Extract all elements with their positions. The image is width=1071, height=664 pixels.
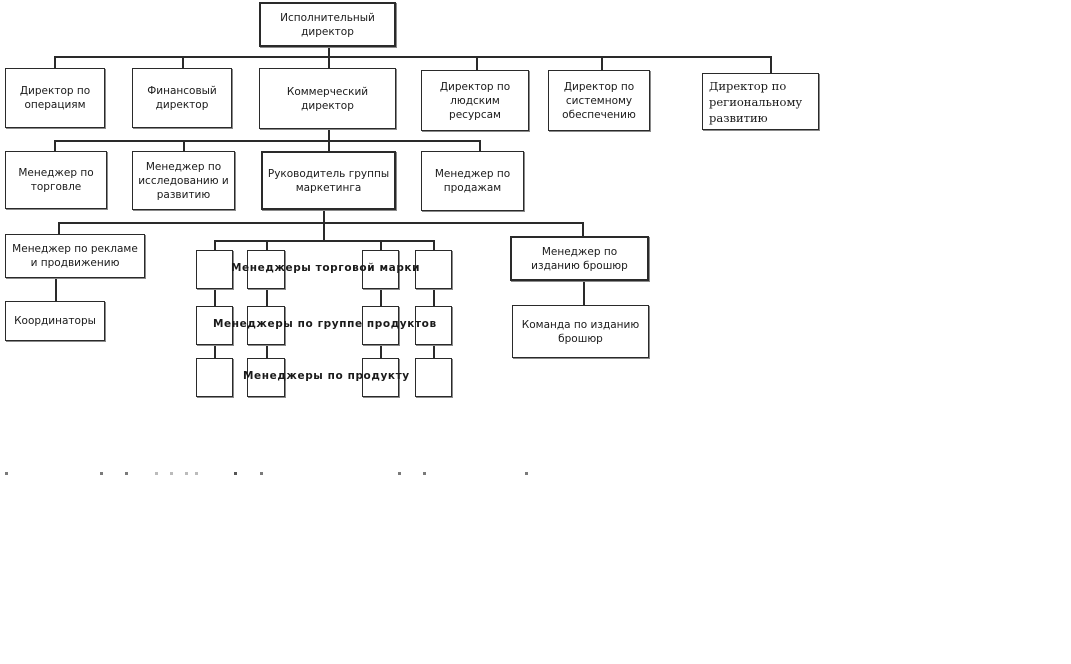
product-group-managers-label: Менеджеры по группе продуктов: [213, 318, 437, 330]
node-label: Исполнительный директор: [280, 11, 375, 38]
scan-artifact-row: [0, 472, 560, 475]
node-brochure-team: Команда по изданию брошюр: [512, 305, 649, 358]
node-label: Менеджер по торговле: [18, 167, 94, 193]
node-label: Команда по изданию брошюр: [521, 318, 640, 345]
connector: [328, 128, 330, 141]
node-label: Менеджер по исследованию и развитию: [138, 160, 229, 201]
node-label: Менеджер по продажам: [434, 168, 511, 194]
connector: [433, 240, 435, 250]
node-label: Финансовый директор: [147, 85, 217, 111]
node-operations-director: Директор по операциям: [5, 68, 105, 128]
connector: [214, 240, 434, 242]
connector: [54, 140, 56, 151]
node-brand-manager: [415, 250, 452, 289]
node-hr-director: Директор по людским ресурсам: [421, 70, 529, 131]
connector: [54, 56, 56, 68]
node-product-group-manager: [362, 306, 399, 345]
node-product-manager: [196, 358, 233, 397]
connector: [582, 222, 584, 236]
brand-managers-label: Менеджеры торговой марки: [231, 262, 421, 274]
node-brochure-manager: Менеджер по изданию брошюр: [510, 236, 649, 281]
connector: [214, 240, 216, 250]
node-marketing-head: Руководитель группы маркетинга: [261, 151, 396, 210]
connector: [328, 140, 330, 151]
node-brand-manager: [362, 250, 399, 289]
node-label: Директор по операциям: [19, 85, 91, 111]
node-systems-director: Директор по системному обеспечению: [548, 70, 650, 131]
connector: [214, 289, 216, 306]
connector: [476, 56, 478, 70]
node-label: Директор по региональному развитию: [709, 78, 803, 125]
connector: [58, 222, 60, 234]
node-ceo: Исполнительный директор: [259, 2, 396, 47]
connector: [182, 56, 184, 68]
connector: [328, 46, 330, 57]
product-managers-label: Менеджеры по продукту: [243, 370, 410, 382]
node-label: Менеджер по рекламе и продвижению: [12, 243, 138, 269]
node-trade-manager: Менеджер по торговле: [5, 151, 107, 209]
connector: [266, 345, 268, 358]
connector: [55, 277, 57, 301]
node-product-group-manager: [415, 306, 452, 345]
connector: [601, 56, 603, 70]
connector: [380, 240, 382, 250]
node-rnd-manager: Менеджер по исследованию и развитию: [132, 151, 235, 210]
connector: [380, 289, 382, 306]
node-product-group-manager: [196, 306, 233, 345]
node-regional-director: Директор по региональному развитию: [702, 73, 819, 130]
node-advertising-manager: Менеджер по рекламе и продвижению: [5, 234, 145, 278]
node-brand-manager: [196, 250, 233, 289]
node-finance-director: Финансовый директор: [132, 68, 232, 128]
connector: [433, 345, 435, 358]
connector: [266, 289, 268, 306]
connector: [266, 240, 268, 250]
connector: [54, 56, 771, 58]
connector: [433, 289, 435, 306]
node-label: Менеджер по изданию брошюр: [531, 245, 628, 272]
node-label: Коммерческий директор: [286, 85, 369, 112]
node-label: Руководитель группы маркетинга: [267, 167, 390, 194]
node-product-group-manager: [247, 306, 285, 345]
node-product-manager: [362, 358, 399, 397]
connector: [479, 140, 481, 151]
connector: [214, 345, 216, 358]
connector: [328, 56, 330, 68]
node-label: Директор по системному обеспечению: [562, 80, 636, 121]
connector: [58, 222, 583, 224]
node-coordinators: Координаторы: [5, 301, 105, 341]
node-commercial-director: Коммерческий директор: [259, 68, 396, 129]
node-brand-manager: [247, 250, 285, 289]
node-label: Директор по людским ресурсам: [439, 80, 511, 121]
connector: [380, 345, 382, 358]
connector: [583, 280, 585, 305]
connector: [770, 56, 772, 73]
node-product-manager: [415, 358, 452, 397]
connector: [54, 140, 480, 142]
node-product-manager: [247, 358, 285, 397]
node-sales-manager: Менеджер по продажам: [421, 151, 524, 211]
connector: [183, 140, 185, 151]
connector: [323, 210, 325, 240]
node-label: Координаторы: [14, 315, 96, 327]
